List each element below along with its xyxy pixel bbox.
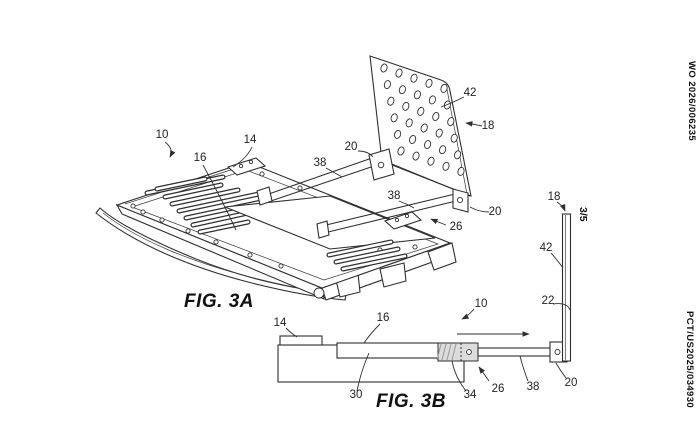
fig3a-leader-lines (164, 96, 490, 231)
vent-slots-right (326, 239, 408, 272)
fig3a-ref-20-right: 20 (489, 206, 502, 218)
fig3b-ref-20: 20 (565, 377, 578, 389)
fig3b-caption: FIG. 3B (376, 391, 446, 412)
sheet-number: 3/5 (577, 207, 589, 222)
panel-brackets (368, 148, 469, 213)
fig3a-caption: FIG. 3A (184, 291, 254, 312)
panel-hole-grid (380, 63, 465, 176)
fig3b-ref-38: 38 (527, 381, 540, 393)
fig3b-ref-18: 18 (548, 191, 561, 203)
fig3a-drawing: 10 14 16 38 20 38 20 42 18 26 FIG. 3A (95, 55, 502, 312)
perforated-panel (369, 55, 472, 197)
fig3b-ref-16: 16 (377, 312, 390, 324)
support-rails (256, 157, 471, 239)
fig3b-ref-10: 10 (475, 298, 488, 310)
fig3a-ref-38-left: 38 (314, 157, 327, 169)
fig3a-ref-38-right: 38 (388, 190, 401, 202)
fig3b-ref-34: 34 (464, 389, 477, 401)
fig3b-leader-lines (285, 201, 571, 392)
fig3a-ref-16: 16 (194, 152, 207, 164)
actuator-block (436, 342, 479, 362)
bolt-holes (130, 171, 418, 269)
application-number: PCT/US2025/034930 (684, 311, 695, 408)
fig3b-drawing: 14 16 30 34 26 38 20 22 42 18 10 FIG. 3B (274, 191, 578, 412)
push-rod (477, 347, 552, 357)
base-step (279, 335, 323, 346)
fig3a-ref-26: 26 (450, 221, 463, 233)
fig3a-ref-14: 14 (244, 134, 257, 146)
fig3b-ref-42: 42 (540, 242, 553, 254)
fig3b-ref-30: 30 (350, 389, 363, 401)
fig3a-ref-18: 18 (482, 120, 495, 132)
slide-plate-top (224, 195, 436, 250)
fig3a-ref-42: 42 (464, 87, 477, 99)
mounting-plates (226, 157, 423, 230)
fig3a-ref-10: 10 (156, 129, 169, 141)
fig3b-ref-22: 22 (542, 295, 555, 307)
fig3b-ref-14: 14 (274, 317, 287, 329)
publication-number: WO 2026/006235 (686, 61, 697, 141)
fig3a-ref-20-left: 20 (345, 141, 358, 153)
upright-panel-edge (561, 213, 572, 362)
slide-plate (336, 342, 441, 359)
fig3b-ref-26: 26 (492, 383, 505, 395)
